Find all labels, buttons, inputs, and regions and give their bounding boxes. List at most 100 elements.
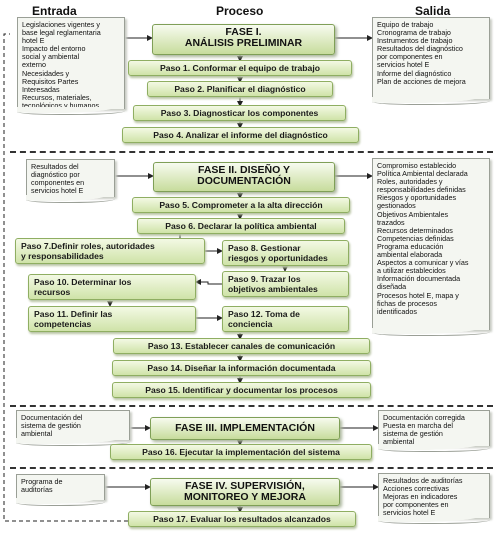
step-label-line: recursos bbox=[34, 287, 71, 297]
phase-title-line: MONITOREO Y MEJORA bbox=[184, 491, 306, 503]
step-2: Paso 2. Planificar el diagnóstico bbox=[147, 81, 333, 97]
doc-line: Acciones correctivas bbox=[383, 485, 449, 494]
doc-line: gestionados bbox=[377, 202, 416, 211]
doc-line: Legislaciones vigentes y bbox=[22, 21, 100, 29]
phase-title-line: FASE IV. SUPERVISIÓN, bbox=[185, 480, 305, 492]
doc-line: Plan de acciones de mejora bbox=[377, 77, 466, 86]
phase-title-line: FASE III. IMPLEMENTACIÓN bbox=[175, 422, 315, 434]
step-label-line: Paso 7.Definir roles, autoridades bbox=[21, 241, 155, 251]
step-label-line: y responsabilidades bbox=[21, 251, 104, 261]
header-entrada: Entrada bbox=[32, 4, 77, 18]
doc-line: componentes en bbox=[31, 179, 85, 188]
doc-line: Mejoras en indicadores bbox=[383, 493, 458, 502]
doc-line: Política Ambiental declarada bbox=[377, 170, 468, 179]
doc-line: Roles, autoridades y bbox=[377, 178, 443, 187]
step-label-line: Paso 9. Trazar los bbox=[228, 274, 301, 284]
doc-line: ambiental bbox=[21, 430, 53, 439]
phase-3-box: FASE III. IMPLEMENTACIÓN bbox=[150, 417, 340, 440]
doc-line: Información documentada bbox=[377, 275, 461, 284]
step-label-line: Paso 12. Toma de bbox=[228, 309, 300, 319]
doc-line: Resultados del diagnóstico bbox=[377, 45, 463, 54]
doc-line: Programa de bbox=[21, 478, 63, 486]
step-4: Paso 4. Analizar el informe del diagnóst… bbox=[122, 127, 359, 143]
header-salida: Salida bbox=[415, 4, 451, 18]
step-label-line: Paso 8. Gestionar bbox=[228, 243, 301, 253]
doc-line: Puesta en marcha del bbox=[383, 422, 453, 431]
doc-line: Instrumentos de trabajo bbox=[377, 37, 453, 46]
doc-line: Cronograma de trabajo bbox=[377, 29, 451, 38]
phase-4-box: FASE IV. SUPERVISIÓN,MONITOREO Y MEJORA bbox=[150, 478, 340, 506]
doc-line: identificados bbox=[377, 307, 417, 316]
step-label-line: conciencia bbox=[228, 319, 273, 329]
step-16: Paso 16. Ejecutar la implementación del … bbox=[110, 444, 372, 460]
doc-line: sistema de gestión bbox=[383, 430, 443, 439]
doc-line: Aspectos a comunicar y vías bbox=[377, 259, 469, 268]
doc-line: a utilizar establecidos bbox=[377, 267, 446, 276]
doc-line: auditorías bbox=[21, 486, 53, 495]
step-13: Paso 13. Establecer canales de comunicac… bbox=[113, 338, 370, 354]
doc-line: trazados bbox=[377, 218, 405, 227]
doc-line: Recursos determinados bbox=[377, 226, 453, 235]
phase-title-line: FASE II. DISEÑO Y bbox=[198, 164, 290, 176]
step-label-line: riesgos y oportunidades bbox=[228, 253, 328, 263]
doc-line: Documentación corregida bbox=[383, 414, 465, 422]
header-proceso: Proceso bbox=[216, 4, 264, 18]
doc-line: Impacto del entorno bbox=[22, 45, 86, 54]
step-3: Paso 3. Diagnosticar los componentes bbox=[133, 105, 346, 121]
step-14: Paso 14. Diseñar la información document… bbox=[112, 360, 371, 376]
doc-line: hotel E bbox=[22, 37, 45, 46]
doc-line: diseñada bbox=[377, 283, 407, 292]
doc-line: tecnológicos y humanos bbox=[22, 101, 100, 110]
doc-line: externo bbox=[22, 61, 46, 70]
doc-line: Competencias definidas bbox=[377, 234, 454, 243]
step-15: Paso 15. Identificar y documentar los pr… bbox=[112, 382, 371, 398]
doc-line: servicios hotel E bbox=[377, 61, 430, 70]
doc-line: Requisitos Partes bbox=[22, 77, 79, 86]
step-5: Paso 5. Comprometer a la alta dirección bbox=[132, 197, 350, 213]
doc-line: Equipo de trabajo bbox=[377, 21, 434, 29]
phase-separator bbox=[10, 151, 493, 153]
step-label-line: objetivos ambientales bbox=[228, 284, 318, 294]
step-6: Paso 6. Declarar la política ambiental bbox=[137, 218, 345, 234]
phase-title-line: ANÁLISIS PRELIMINAR bbox=[184, 37, 303, 49]
doc-line: sistema de gestión bbox=[21, 422, 81, 431]
doc-line: social y ambiental bbox=[22, 53, 80, 62]
phase-title-line: DOCUMENTACIÓN bbox=[197, 175, 291, 187]
doc-line: servicios hotel E bbox=[383, 509, 436, 518]
doc-line: Resultados del bbox=[31, 163, 79, 171]
doc-line: responsabilidades definidas bbox=[377, 186, 466, 195]
doc-line: Riesgos y oportunidades bbox=[377, 194, 457, 203]
doc-line: Documentación del bbox=[21, 414, 83, 422]
step-17: Paso 17. Evaluar los resultados alcanzad… bbox=[128, 511, 356, 527]
step-label-line: Paso 11. Definir las bbox=[34, 309, 113, 319]
doc-line: Recursos, materiales, bbox=[22, 93, 92, 102]
doc-line: Procesos hotel E, mapa y bbox=[377, 291, 459, 300]
doc-line: Resultados de auditorías bbox=[383, 477, 463, 485]
doc-line: Programa educación bbox=[377, 242, 444, 251]
step-label-line: competencias bbox=[34, 319, 92, 329]
doc-line: ambiental elaborada bbox=[377, 251, 443, 260]
doc-line: Necesidades y bbox=[22, 69, 70, 78]
doc-line: por componentes en bbox=[383, 501, 449, 510]
step-1: Paso 1. Conformar el equipo de trabajo bbox=[128, 60, 352, 76]
step-label-line: Paso 10. Determinar los bbox=[34, 277, 132, 287]
doc-line: diagnóstico por bbox=[31, 171, 80, 180]
doc-line: base legal reglamentaria bbox=[22, 29, 101, 38]
doc-line: fichas de procesos bbox=[377, 299, 437, 308]
phase-title-line: FASE I. bbox=[225, 26, 262, 38]
phase-1-box: FASE I.ANÁLISIS PRELIMINAR bbox=[152, 24, 335, 55]
